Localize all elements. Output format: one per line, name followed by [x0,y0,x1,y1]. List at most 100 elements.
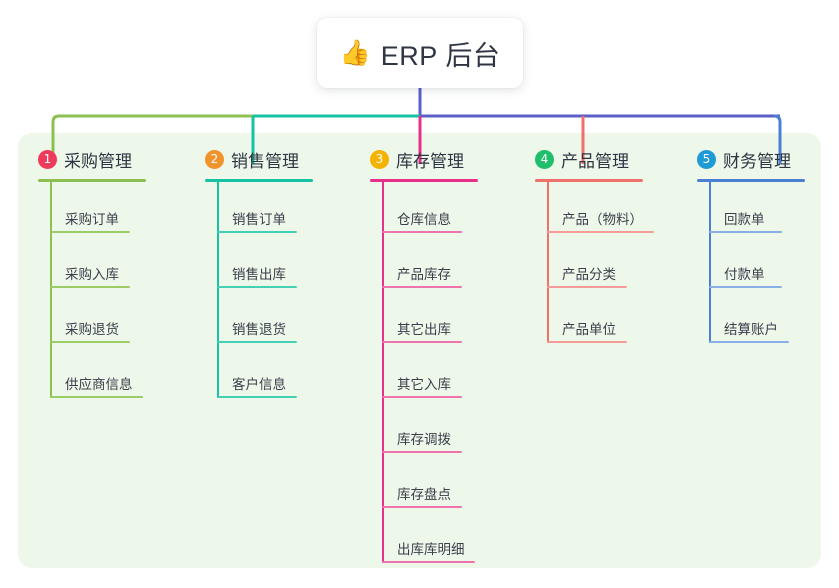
badge-number-icon: 5 [697,149,716,169]
column-header-underline [370,179,478,182]
column-title: 财务管理 [723,151,791,171]
column-title: 库存管理 [396,151,464,171]
leaf-item[interactable]: 结算账户 [697,292,805,347]
leaf-item-label: 付款单 [724,267,765,282]
badge-number-icon: 2 [205,149,224,169]
leaf-item-label: 出库库明细 [397,542,465,557]
column-items: 销售订单销售出库销售退货客户信息 [205,182,313,402]
leaf-item[interactable]: 采购退货 [38,292,146,347]
column-header-underline [38,179,146,182]
leaf-item[interactable]: 销售订单 [205,182,313,237]
leaf-item-label: 供应商信息 [65,377,133,392]
leaf-item-label: 其它入库 [397,377,451,392]
leaf-item[interactable]: 产品分类 [535,237,643,292]
leaf-item-underline [382,506,462,508]
column-header-1[interactable]: 1 采购管理 [38,146,146,172]
leaf-item-underline [382,341,462,343]
leaf-item-underline [217,286,297,288]
leaf-item-underline [217,396,297,398]
leaf-item[interactable]: 产品（物料） [535,182,654,237]
leaf-item-underline [50,231,130,233]
column-items: 产品（物料） 产品分类产品单位 [535,182,654,347]
leaf-item-label: 库存调拨 [397,432,451,447]
leaf-item[interactable]: 其它入库 [370,347,478,402]
leaf-item-label: 产品分类 [562,267,616,282]
column-header-underline [697,179,805,182]
leaf-item[interactable]: 产品单位 [535,292,643,347]
column-items: 采购订单采购入库采购退货供应商信息 [38,182,146,402]
column-items: 回款单付款单结算账户 [697,182,805,347]
leaf-item[interactable]: 采购订单 [38,182,146,237]
column-header-3[interactable]: 3 库存管理 [370,146,478,172]
leaf-item-underline [382,231,462,233]
leaf-item[interactable]: 供应商信息 [38,347,146,402]
leaf-item-underline [709,286,782,288]
diagram-background-panel [18,133,821,568]
column-items: 仓库信息产品库存其它出库其它入库库存调拨库存盘点出库库明细 [370,182,478,567]
column-header-underline [205,179,313,182]
badge-number-icon: 1 [38,149,57,169]
column-title: 采购管理 [64,151,132,171]
branch-spine [547,182,549,343]
column-header-4[interactable]: 4 产品管理 [535,146,643,172]
root-node-title: ERP 后台 [380,40,501,71]
leaf-item-underline [50,286,130,288]
column-库存管理: 3 库存管理仓库信息产品库存其它出库其它入库库存调拨库存盘点出库库明细 [370,146,478,567]
branch-spine [217,182,219,398]
leaf-item[interactable]: 其它出库 [370,292,478,347]
leaf-item-label: 其它出库 [397,322,451,337]
leaf-item[interactable]: 库存盘点 [370,457,478,512]
leaf-item[interactable]: 仓库信息 [370,182,478,237]
leaf-item-label: 库存盘点 [397,487,451,502]
leaf-item-label: 产品单位 [562,322,616,337]
leaf-item[interactable]: 销售退货 [205,292,313,347]
badge-number-icon: 3 [370,149,389,169]
leaf-item-underline [50,396,143,398]
leaf-item-label: 采购订单 [65,212,119,227]
leaf-item-underline [217,231,297,233]
column-财务管理: 5 财务管理回款单付款单结算账户 [697,146,805,347]
leaf-item-underline [547,286,627,288]
thumbs-up-icon: 👍 [339,38,371,67]
leaf-item[interactable]: 库存调拨 [370,402,478,457]
leaf-item[interactable]: 客户信息 [205,347,313,402]
leaf-item-label: 销售订单 [232,212,286,227]
leaf-item-underline [382,561,475,563]
leaf-item-underline [709,231,782,233]
leaf-item-underline [382,451,462,453]
column-title: 产品管理 [561,151,629,171]
leaf-item-label: 销售退货 [232,322,286,337]
badge-number-icon: 4 [535,149,554,169]
leaf-item-label: 仓库信息 [397,212,451,227]
leaf-item-label: 产品（物料） [562,212,643,227]
column-header-5[interactable]: 5 财务管理 [697,146,805,172]
column-产品管理: 4 产品管理产品（物料） 产品分类产品单位 [535,146,654,347]
leaf-item-underline [709,341,789,343]
leaf-item-label: 销售出库 [232,267,286,282]
leaf-item-underline [382,286,462,288]
leaf-item[interactable]: 回款单 [697,182,805,237]
leaf-item-underline [382,396,462,398]
leaf-item-label: 客户信息 [232,377,286,392]
leaf-item[interactable]: 产品库存 [370,237,478,292]
leaf-item-label: 回款单 [724,212,765,227]
leaf-item-underline [547,231,654,233]
leaf-item-label: 采购入库 [65,267,119,282]
column-header-underline [535,179,643,182]
leaf-item[interactable]: 销售出库 [205,237,313,292]
leaf-item-label: 采购退货 [65,322,119,337]
leaf-item[interactable]: 付款单 [697,237,805,292]
leaf-item-underline [50,341,130,343]
column-采购管理: 1 采购管理采购订单采购入库采购退货供应商信息 [38,146,146,402]
leaf-item-underline [547,341,627,343]
leaf-item[interactable]: 出库库明细 [370,512,478,567]
branch-spine [382,182,384,563]
leaf-item-underline [217,341,297,343]
branch-spine [50,182,52,398]
root-node-card[interactable]: 👍 ERP 后台 [317,18,523,88]
branch-spine [709,182,711,343]
leaf-item[interactable]: 采购入库 [38,237,146,292]
leaf-item-label: 产品库存 [397,267,451,282]
